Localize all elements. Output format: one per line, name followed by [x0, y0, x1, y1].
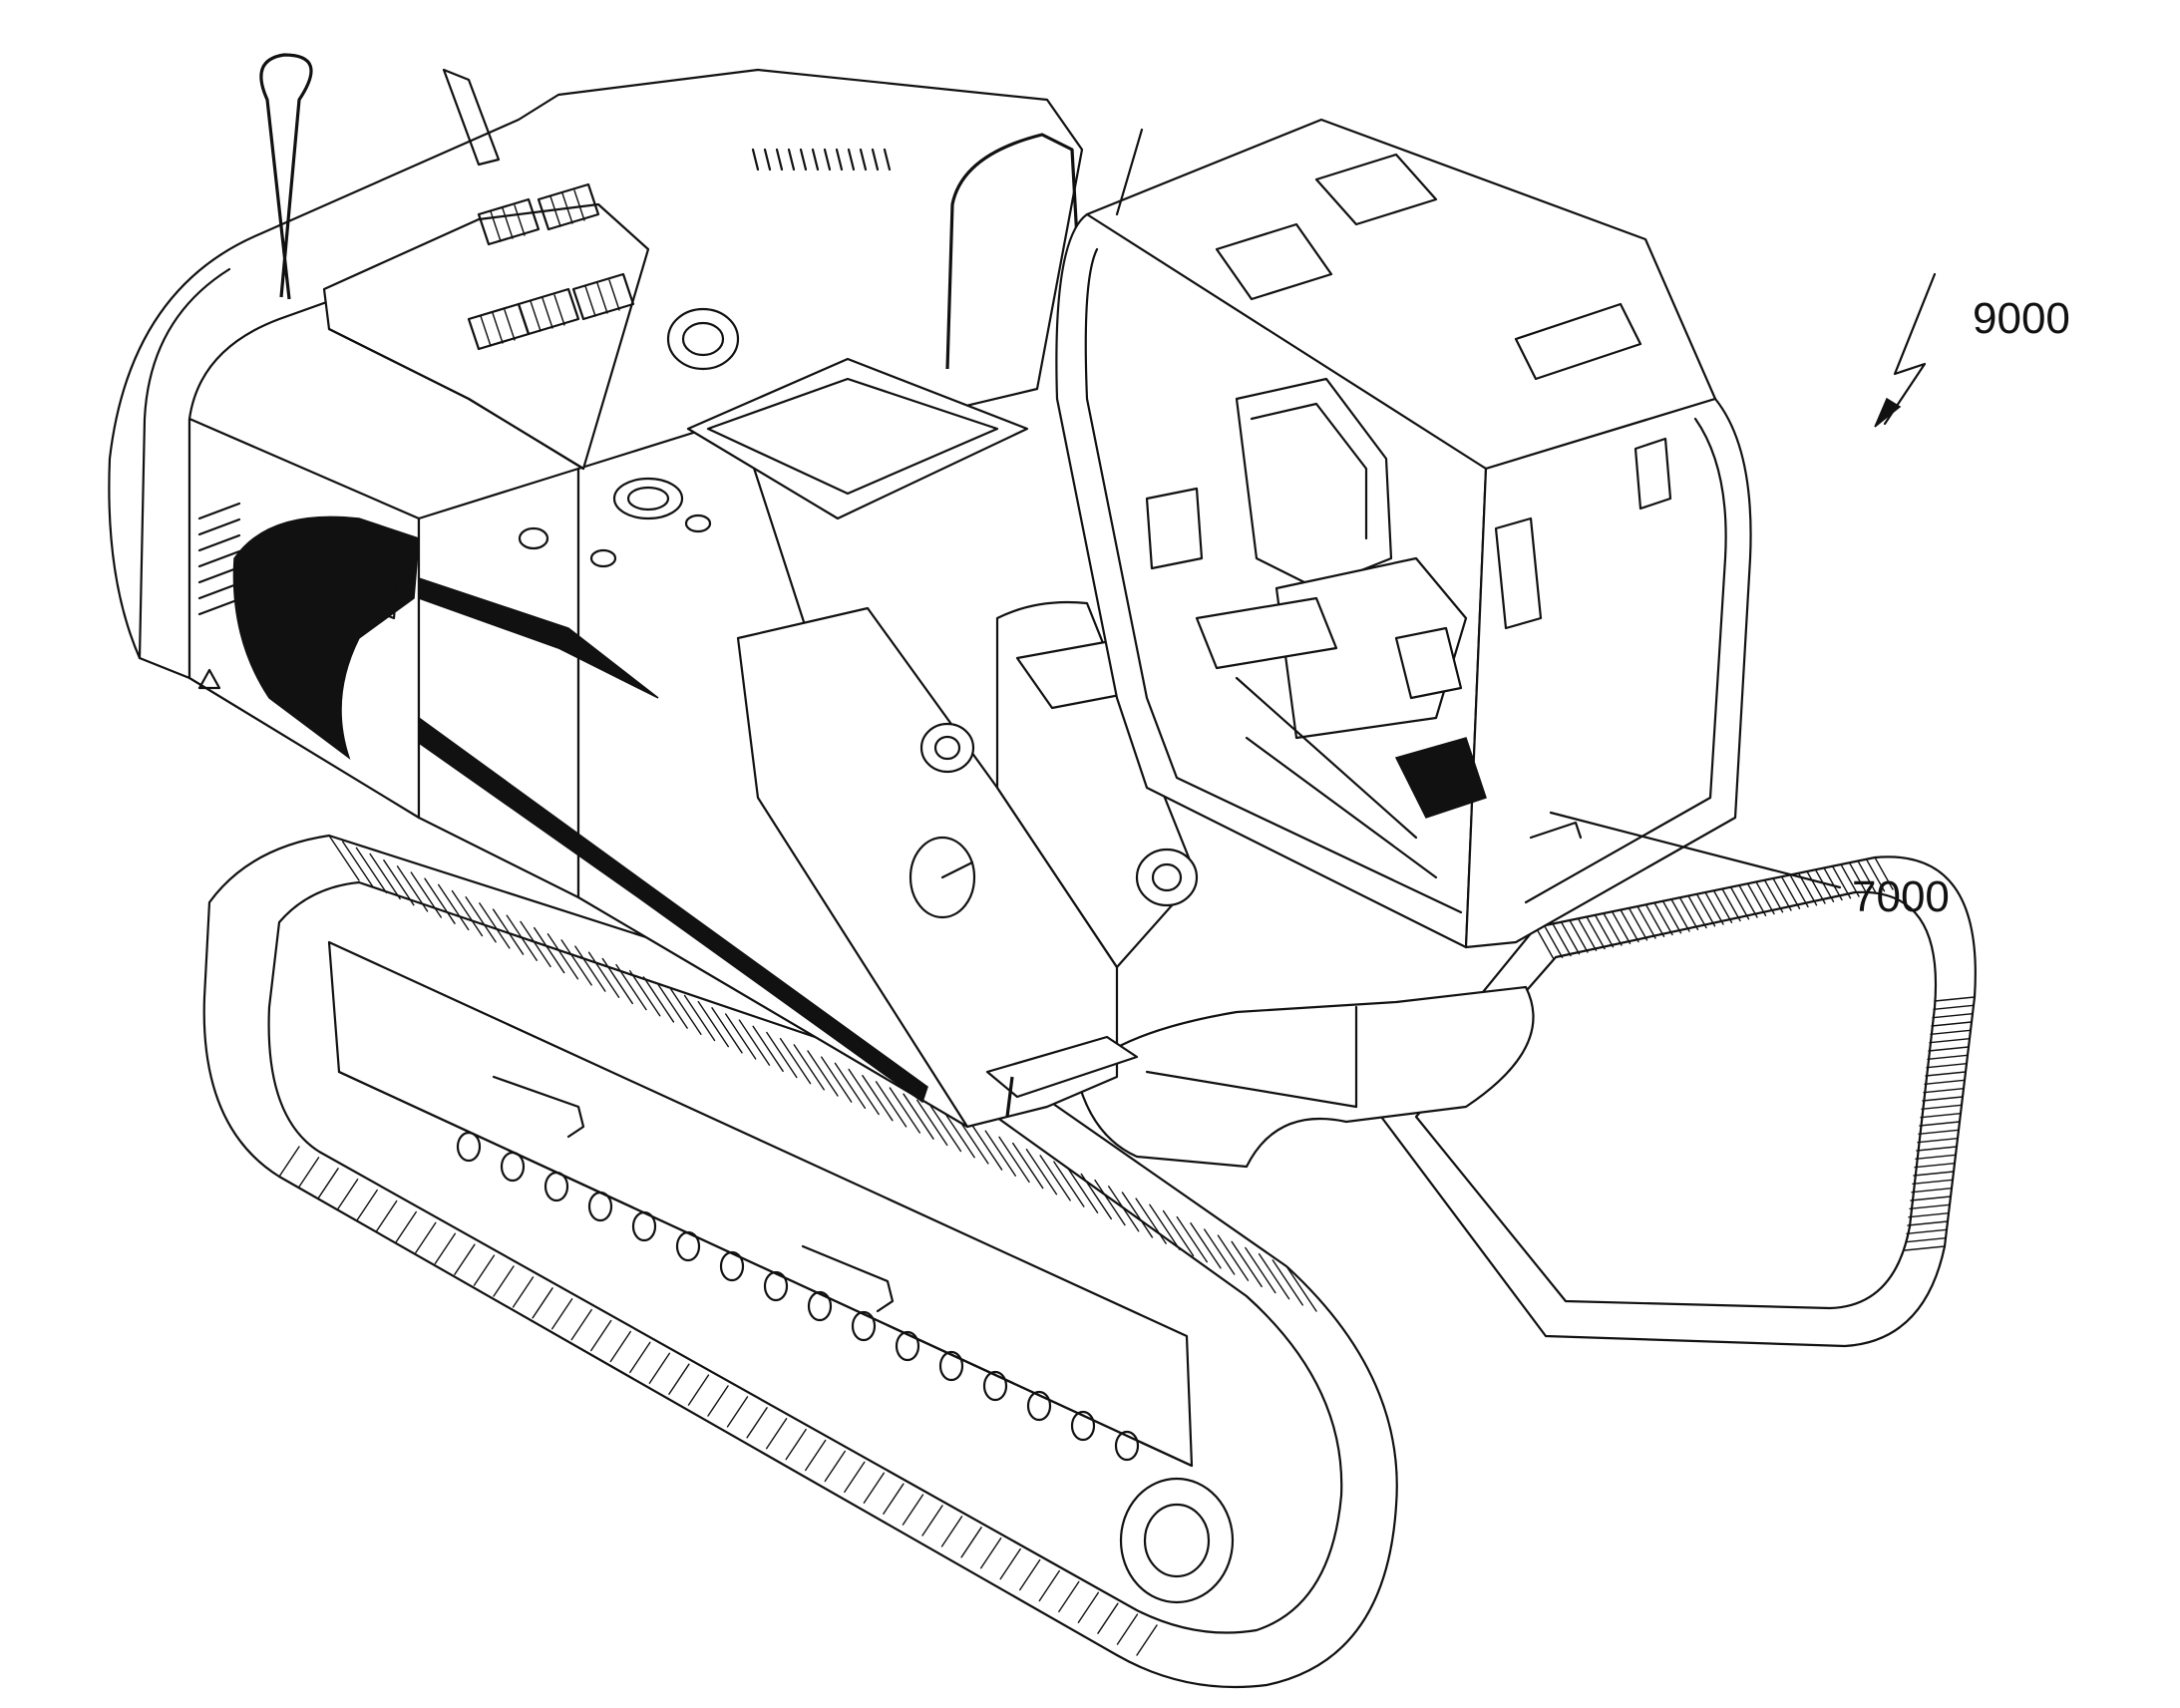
leader-line-7000: [1549, 811, 1842, 889]
callout-9000: 9000: [1973, 294, 2070, 343]
operator-cab: [1055, 118, 1752, 949]
undercarriage: [1075, 985, 1535, 1169]
left-track: [202, 834, 1398, 1689]
track-rollers: [456, 1131, 1140, 1462]
engine-vents: [467, 182, 635, 351]
right-track-treads: [1535, 856, 1976, 1251]
left-track-treads: [278, 835, 1317, 1656]
boom-mount: [736, 600, 1199, 1129]
callout-7000: 7000: [1852, 872, 1950, 921]
lightning-bolt-icon: [1874, 272, 1937, 428]
warning-triangle-icon: [197, 668, 221, 690]
right-track: [1379, 855, 1977, 1348]
engine-grille: [197, 148, 892, 616]
